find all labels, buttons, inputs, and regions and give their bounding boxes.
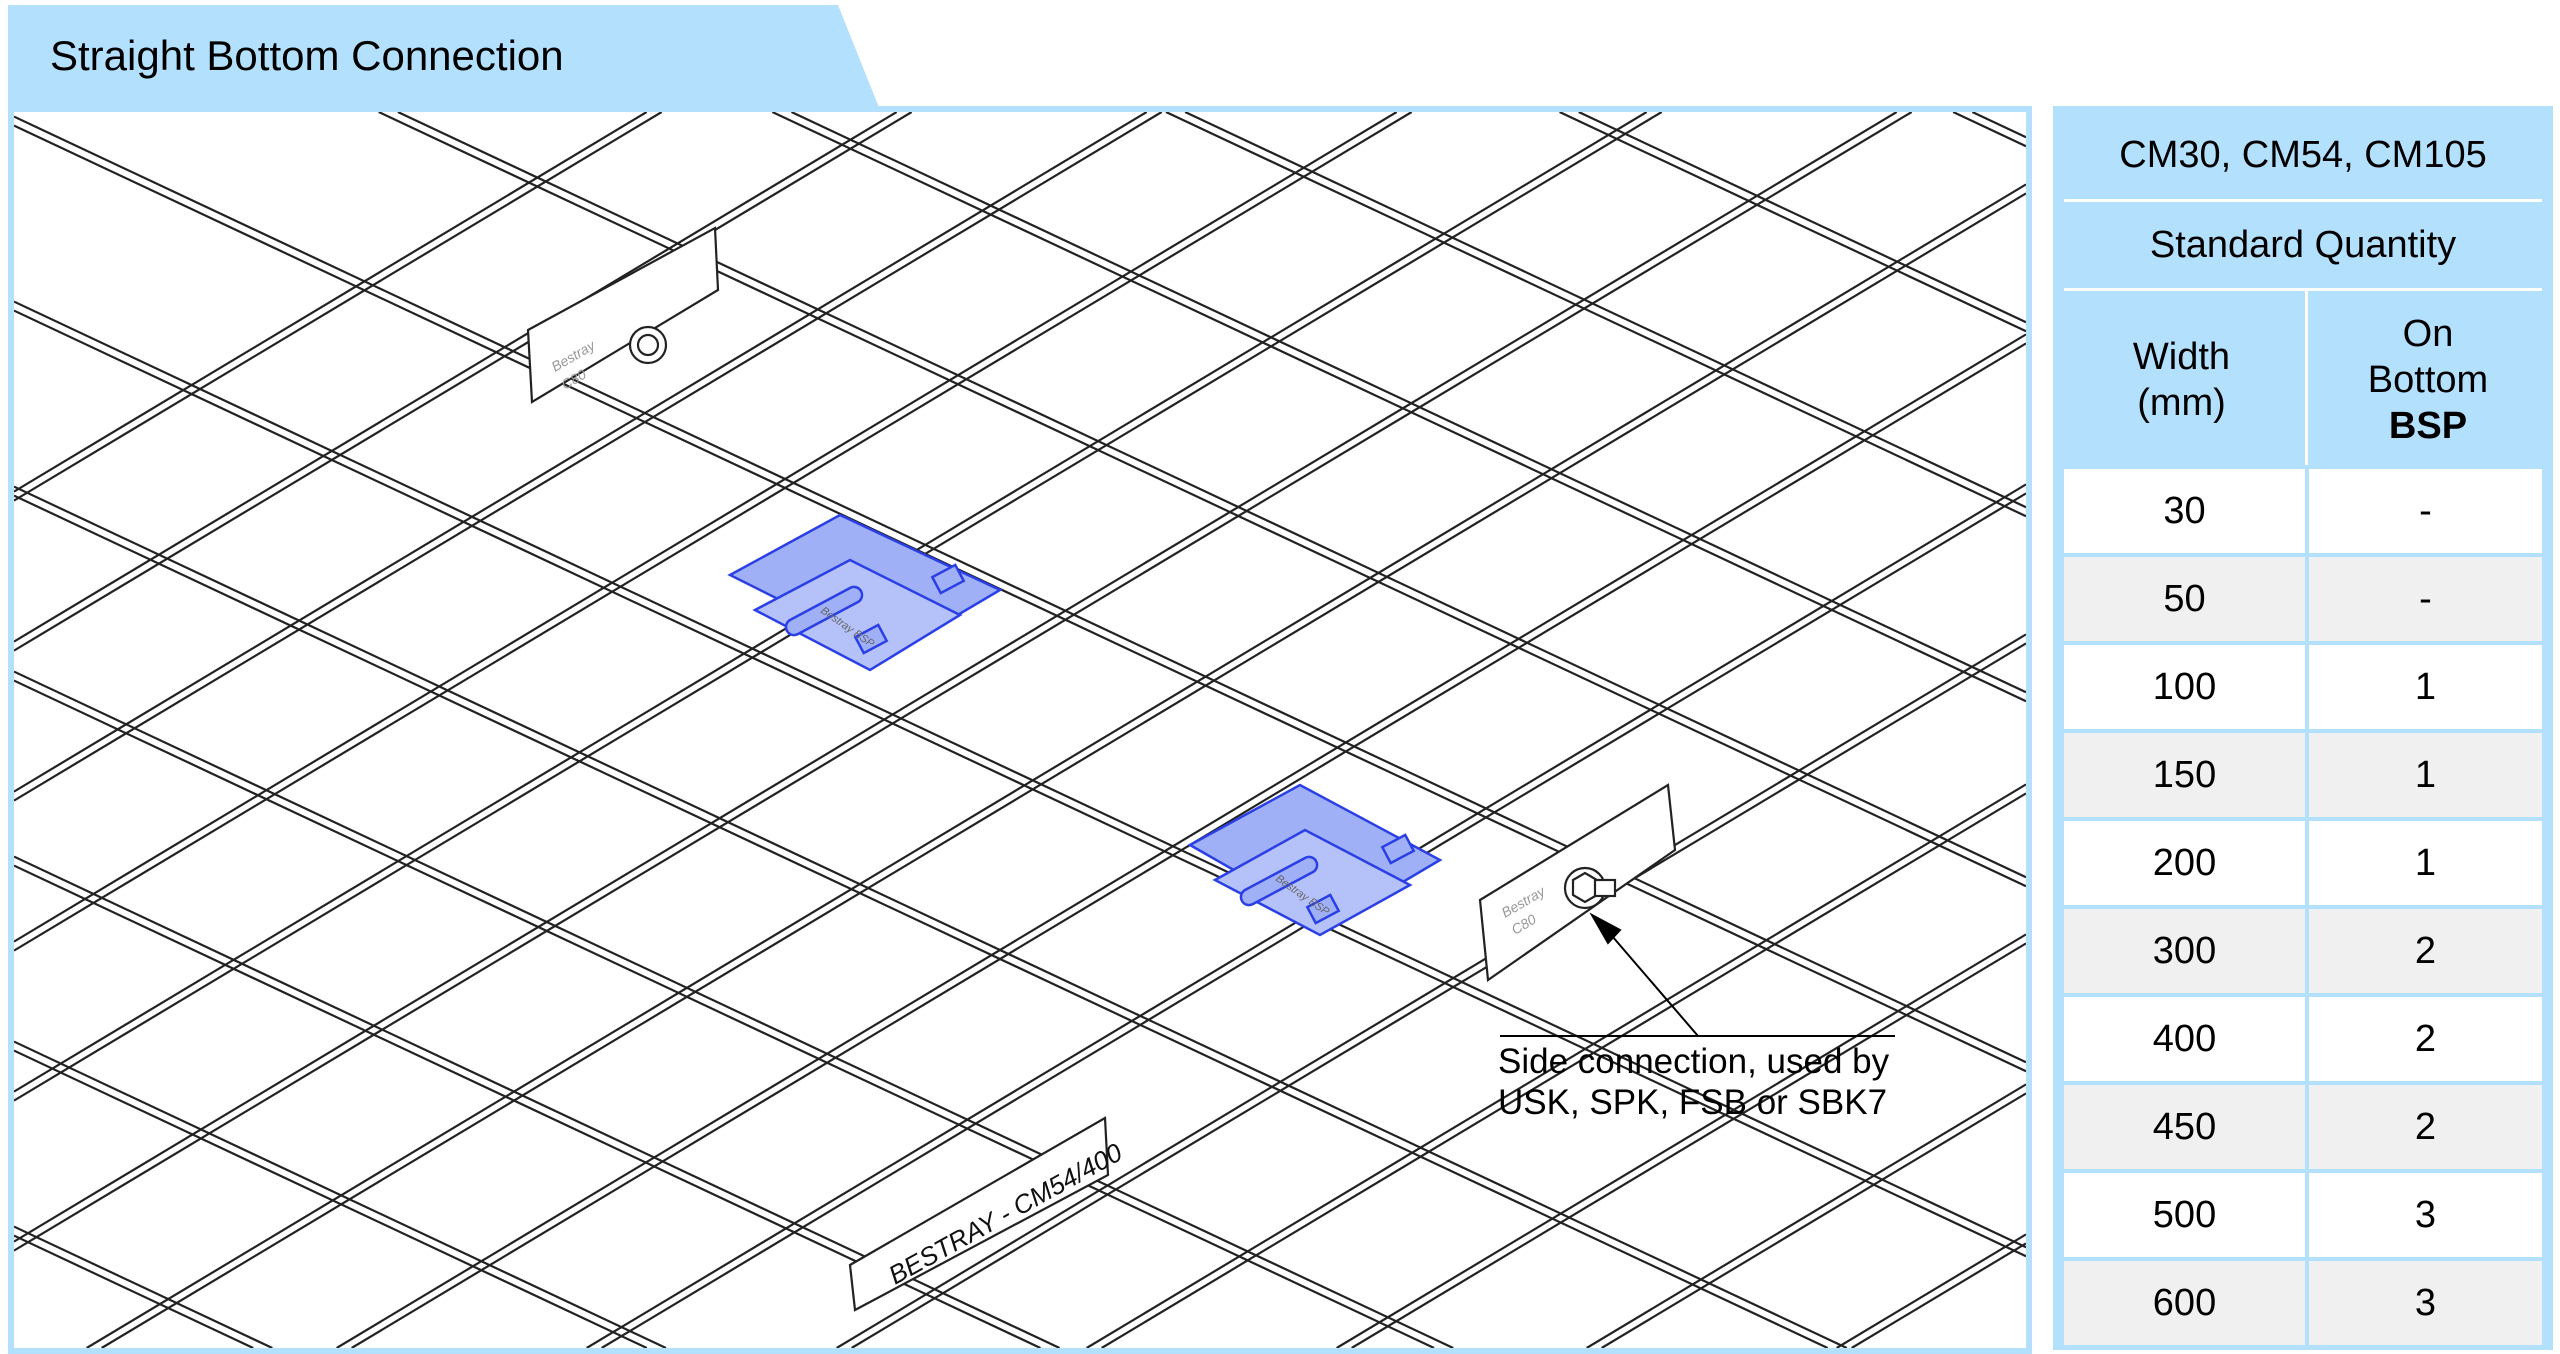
- table-title: CM30, CM54, CM105: [2058, 111, 2548, 199]
- wire: [1336, 933, 2026, 1348]
- wire: [14, 112, 663, 502]
- wire: [14, 670, 1454, 1348]
- wire: [14, 309, 2026, 1258]
- qty-cell: 2: [2309, 909, 2542, 993]
- wire: [14, 112, 898, 643]
- header-tab: [8, 5, 880, 110]
- width-cell: 600: [2064, 1261, 2305, 1345]
- qty-cell: 3: [2309, 1173, 2542, 1257]
- top-side-connector: Bestray C80: [526, 226, 720, 404]
- table-row: 50-: [2064, 557, 2542, 641]
- qty-cell: -: [2309, 557, 2542, 641]
- qty-cell: 2: [2309, 1085, 2542, 1169]
- wire: [14, 679, 1435, 1348]
- header-text: Bottom: [2367, 359, 2489, 401]
- table-row: 30-: [2064, 469, 2542, 553]
- wire: [397, 112, 2026, 879]
- wire: [1836, 1233, 2026, 1348]
- wire: [378, 112, 2026, 888]
- qty-cell: 3: [2309, 1261, 2542, 1345]
- qty-cell: 1: [2309, 821, 2542, 905]
- wire: [14, 124, 2026, 1073]
- width-cell: 50: [2064, 557, 2305, 641]
- column-header-width: Width (mm): [2058, 291, 2305, 469]
- wire: [14, 112, 1898, 1243]
- wire: [1586, 1083, 2026, 1348]
- wire: [791, 112, 2026, 694]
- bottom-clip-2: Bestray BSP: [1187, 783, 1443, 937]
- header-text: BSP: [2388, 405, 2468, 447]
- qty-cell: 1: [2309, 645, 2542, 729]
- wire: [836, 633, 2026, 1348]
- qty-cell: 2: [2309, 997, 2542, 1081]
- wire: [14, 112, 1413, 952]
- wire: [101, 192, 2026, 1348]
- wire: [14, 112, 648, 493]
- wire: [14, 300, 2026, 1249]
- qty-cell: 1: [2309, 733, 2542, 817]
- wire: [851, 642, 2026, 1348]
- plate-label: BESTRAY - CM54/400: [883, 1137, 1127, 1291]
- wire: [1601, 1092, 2026, 1348]
- product-label-plate: BESTRAY - CM54/400: [848, 1116, 1128, 1312]
- annotation-leader: [1500, 912, 1895, 1037]
- wire: [1351, 942, 2026, 1348]
- wire: [14, 112, 1913, 1252]
- wire: [14, 494, 1829, 1348]
- qty-cell: -: [2309, 469, 2542, 553]
- wire: [1086, 783, 2026, 1348]
- width-cell: 100: [2064, 645, 2305, 729]
- wire: [1578, 112, 2026, 324]
- wire: [14, 1049, 648, 1348]
- width-cell: 150: [2064, 733, 2305, 817]
- wire: [14, 1234, 254, 1348]
- width-cell: 30: [2064, 469, 2305, 553]
- header-text: (mm): [2137, 382, 2226, 424]
- page-title: Straight Bottom Connection: [50, 32, 564, 79]
- header-text: Width: [2132, 336, 2231, 378]
- wire: [336, 333, 2026, 1348]
- width-cell: 450: [2064, 1085, 2305, 1169]
- wire: [14, 115, 2026, 1064]
- wire: [86, 183, 2026, 1348]
- wire: [1952, 112, 2026, 148]
- annotation-line-1: Side connection, used by: [1498, 1042, 1890, 1081]
- wire: [14, 1225, 273, 1348]
- wire: [14, 112, 913, 652]
- wire-mesh: [14, 112, 2026, 1348]
- width-cell: 500: [2064, 1173, 2305, 1257]
- width-cell: 300: [2064, 909, 2305, 993]
- wire: [1851, 1242, 2026, 1348]
- width-cell: 400: [2064, 997, 2305, 1081]
- wire: [14, 112, 1148, 793]
- wire: [1971, 112, 2026, 139]
- wire: [1184, 112, 2026, 509]
- quantity-table: CM30, CM54, CM105 Standard Quantity Widt…: [2053, 106, 2553, 1350]
- table-subtitle: Standard Quantity: [2058, 202, 2548, 288]
- column-header-bsp: On Bottom BSP: [2308, 291, 2548, 469]
- wire: [771, 112, 2026, 703]
- wire: [14, 112, 1398, 943]
- width-cell: 200: [2064, 821, 2305, 905]
- wire: [1165, 112, 2026, 518]
- header-text: On: [2402, 313, 2454, 355]
- annotation-line-2: USK, SPK, FSB or SBK7: [1498, 1083, 1888, 1122]
- wire: [14, 485, 1848, 1348]
- wire: [14, 112, 1163, 802]
- bottom-clip-1: Bestray BSP: [727, 513, 1003, 672]
- side-connector: Bestray C80: [1478, 783, 1677, 982]
- wire: [1559, 112, 2026, 333]
- wire: [14, 1040, 667, 1348]
